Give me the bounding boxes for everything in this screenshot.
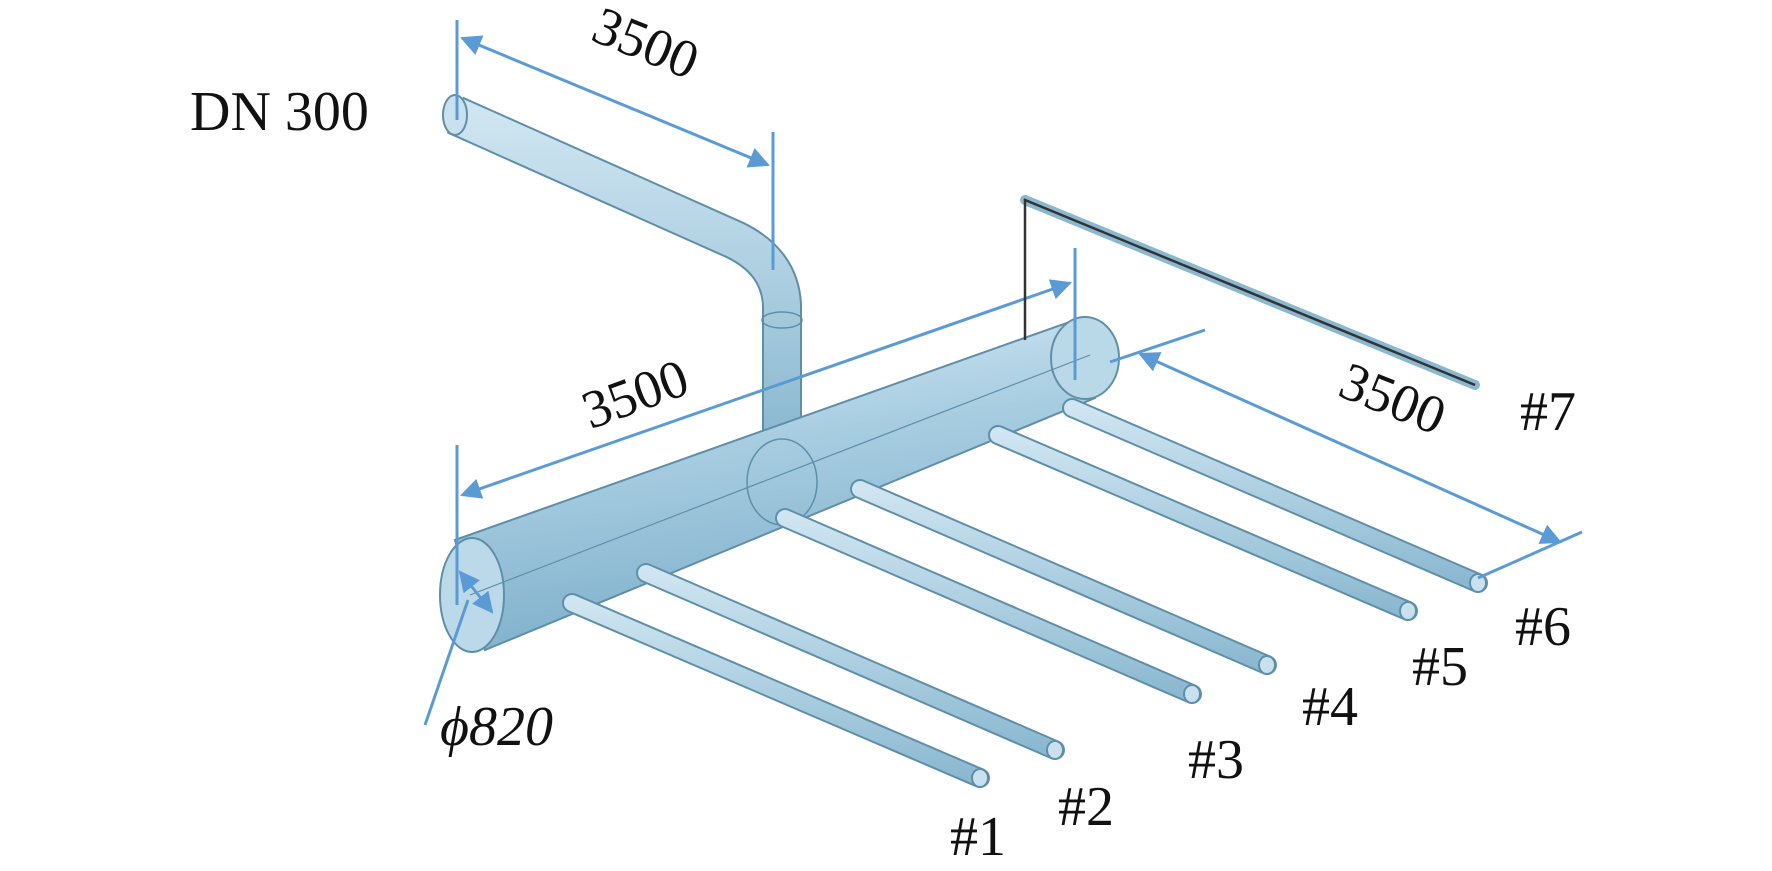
dimension-header (455, 248, 1077, 605)
branch-label-4: #4 (1302, 676, 1358, 738)
branch-label-1: #1 (950, 806, 1006, 868)
branch-label-6: #6 (1515, 596, 1571, 658)
branch-pipe-4 (850, 479, 1277, 675)
branch-label-3: #3 (1188, 729, 1244, 791)
branch-pipe-2 (636, 563, 1065, 760)
dimension-label-header: 3500 (574, 347, 696, 440)
branch-7-frame (1023, 198, 1476, 387)
branch-pipe-1 (562, 593, 990, 788)
dimension-inlet-pipe (455, 20, 775, 270)
branch-pipe-3 (775, 508, 1202, 704)
branch-label-2: #2 (1058, 776, 1114, 838)
dimension-label-inlet-pipe: 3500 (585, 0, 708, 91)
inlet-label: DN 300 (190, 81, 369, 143)
branch-label-7: #7 (1520, 381, 1576, 443)
diameter-label: ϕ820 (440, 696, 553, 758)
dimension-diameter (423, 570, 494, 726)
dimension-branch (1109, 328, 1583, 580)
branch-label-5: #5 (1412, 636, 1468, 698)
